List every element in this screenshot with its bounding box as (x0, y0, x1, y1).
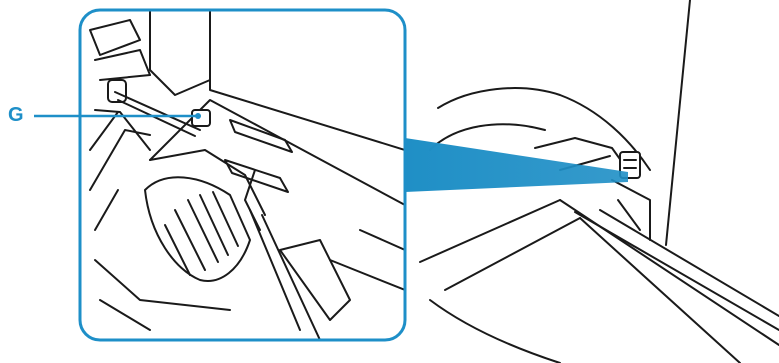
callout-label-g: G (8, 104, 24, 127)
zoom-inset (80, 10, 405, 340)
zoom-projection-beam (405, 138, 628, 192)
